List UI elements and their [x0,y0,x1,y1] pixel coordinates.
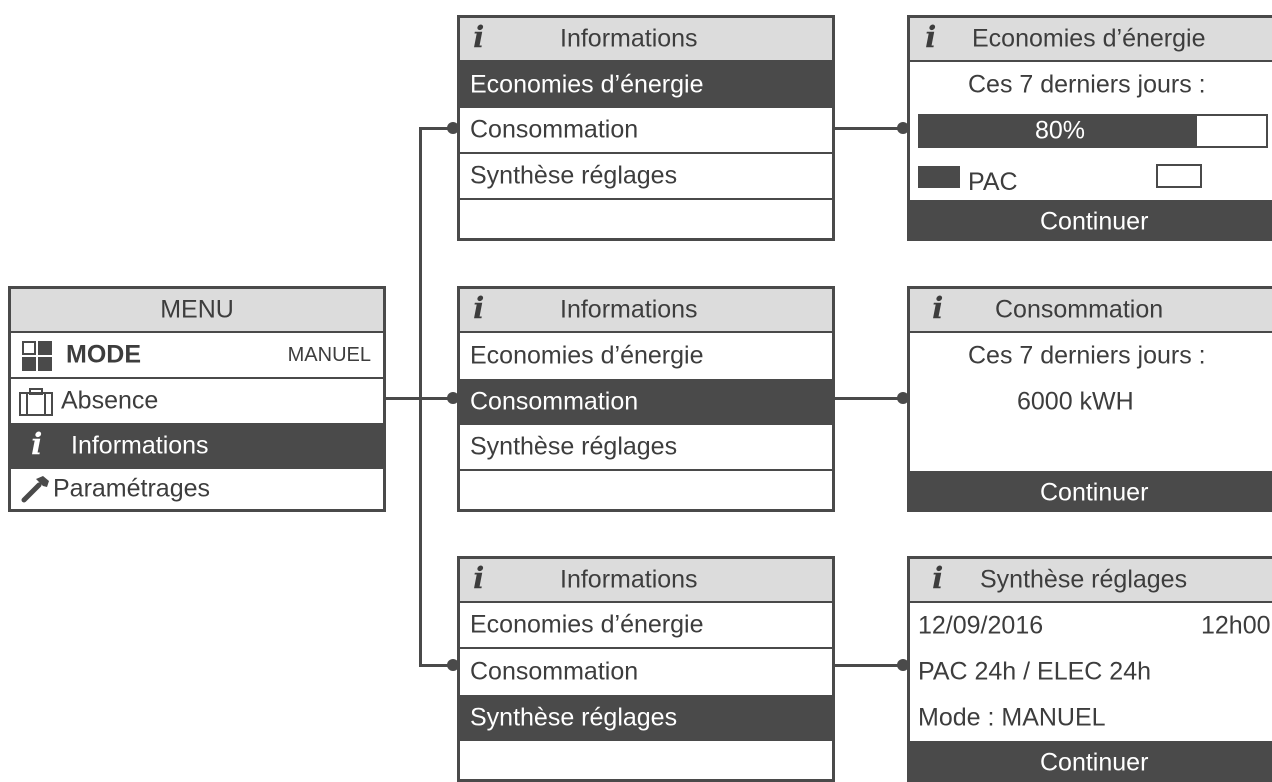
settings-schedule: PAC 24h / ELEC 24h [918,657,1152,686]
mode-grid-icon [22,341,52,371]
consumption-period: Ces 7 derniers jours : [910,333,1272,379]
elec-swatch [1156,164,1202,188]
menu-item-mode[interactable]: MODE MANUEL [11,333,383,379]
info-icon: i [932,561,944,597]
info-item-consumption[interactable]: Consommation [460,649,832,695]
pac-label: PAC [968,168,1018,196]
info-item-energy[interactable]: Economies d’énergie [460,333,832,379]
absence-label: Absence [61,386,159,415]
info-item-label: Synthèse réglages [470,432,678,461]
info-item-label: Consommation [470,115,639,144]
mode-label: MODE [66,340,141,369]
info-item-label: Economies d’énergie [470,610,704,639]
info-screen-energy-selected: i Informations Economies d’énergie Conso… [457,15,835,241]
info-icon: i [31,427,43,463]
settings-date: 12/09/2016 [918,611,1044,640]
energy-progress-label: 80% [1034,116,1086,145]
consumption-value-row: 6000 kWH [910,379,1272,425]
settings-title: Synthèse réglages [980,565,1188,594]
consumption-period-text: Ces 7 derniers jours : [968,341,1206,370]
menu-item-parametrages[interactable]: Paramétrages [11,469,383,509]
parametrages-label: Paramétrages [53,474,211,503]
menu-header: MENU [11,289,383,333]
info-title: Informations [560,24,698,53]
info-icon: i [473,561,485,597]
connector-right-dot-1 [897,122,909,134]
mode-value: MANUEL [287,344,371,366]
energy-period-text: Ces 7 derniers jours : [968,70,1206,99]
suitcase-icon [19,388,53,416]
info-header: i Informations [460,289,832,333]
connector-dot-3 [447,659,459,671]
settings-schedule-row: PAC 24h / ELEC 24h [910,649,1272,695]
info-icon: i [925,20,937,56]
consumption-screen: i Consommation Ces 7 derniers jours : 60… [907,286,1272,512]
settings-mode: Mode : MANUEL [918,703,1106,732]
info-title: Informations [560,565,698,594]
energy-savings-screen: i Economies d’énergie Ces 7 derniers jou… [907,15,1272,241]
connector-dot-1 [447,122,459,134]
connector-right-dot-2 [897,392,909,404]
energy-progress-fill [920,116,1197,146]
info-icon: i [473,291,485,327]
settings-header: i Synthèse réglages [910,559,1272,603]
info-item-settings[interactable]: Synthèse réglages [460,425,832,471]
continue-label: Continuer [1040,478,1149,507]
info-header: i Informations [460,18,832,62]
connector-branch-2 [419,397,456,400]
continue-label: Continuer [1040,748,1149,777]
info-icon: i [932,291,944,327]
info-item-settings[interactable]: Synthèse réglages [460,154,832,200]
energy-progress-bar: 80% [918,114,1268,148]
menu-item-informations[interactable]: i Informations [11,423,383,469]
pac-swatch [918,166,960,188]
informations-label: Informations [71,431,209,460]
connector-trunk [383,397,420,400]
info-header: i Informations [460,559,832,603]
settings-datetime-row: 12/09/2016 12h00 [910,603,1272,649]
info-screen-consumption-selected: i Informations Economies d’énergie Conso… [457,286,835,512]
wrench-icon [20,475,50,503]
connector-dot-2 [447,392,459,404]
connector-branch-3 [419,664,456,667]
menu-title: MENU [160,295,234,324]
continue-button[interactable]: Continuer [910,471,1272,509]
energy-period: Ces 7 derniers jours : [910,62,1272,108]
info-item-label: Consommation [470,657,639,686]
info-item-label: Synthèse réglages [470,161,678,190]
consumption-title: Consommation [995,295,1164,324]
info-item-energy[interactable]: Economies d’énergie [460,62,832,108]
connector-right-1 [833,127,908,130]
connector-vertical [419,127,422,665]
info-item-energy[interactable]: Economies d’énergie [460,603,832,649]
energy-header: i Economies d’énergie [910,18,1272,62]
info-item-label: Synthèse réglages [470,703,678,732]
settings-summary-screen: i Synthèse réglages 12/09/2016 12h00 PAC… [907,556,1272,782]
info-item-label: Economies d’énergie [470,70,704,99]
connector-right-2 [833,397,908,400]
continue-button[interactable]: Continuer [910,741,1272,779]
menu-item-absence[interactable]: Absence [11,379,383,423]
main-menu-screen: MENU MODE MANUEL Absence i Informations [8,286,386,512]
connector-right-3 [833,664,908,667]
consumption-value: 6000 kWH [1017,387,1134,416]
info-icon: i [473,20,485,56]
energy-title: Economies d’énergie [972,24,1206,53]
connector-branch-1 [419,127,456,130]
info-item-consumption[interactable]: Consommation [460,379,832,425]
info-screen-settings-selected: i Informations Economies d’énergie Conso… [457,556,835,782]
info-title: Informations [560,295,698,324]
info-item-label: Consommation [470,387,639,416]
info-item-settings[interactable]: Synthèse réglages [460,695,832,741]
continue-button[interactable]: Continuer [910,200,1272,238]
settings-mode-row: Mode : MANUEL [910,695,1272,741]
info-item-label: Economies d’énergie [470,341,704,370]
consumption-header: i Consommation [910,289,1272,333]
info-item-consumption[interactable]: Consommation [460,108,832,154]
settings-time: 12h00 [1201,611,1271,640]
continue-label: Continuer [1040,207,1149,236]
connector-right-dot-3 [897,659,909,671]
